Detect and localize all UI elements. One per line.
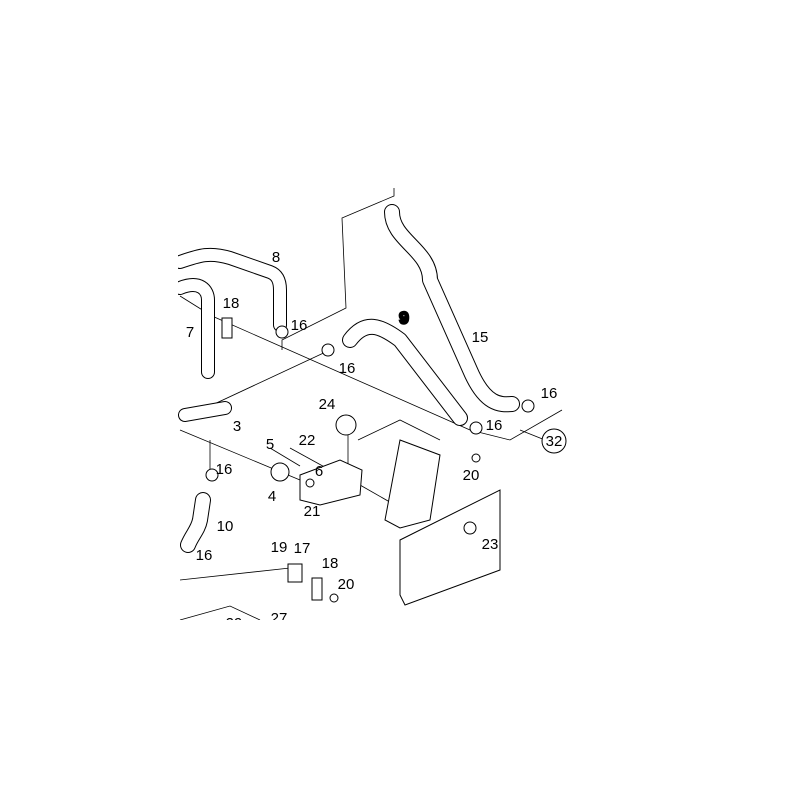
callout-32: 32 — [546, 433, 563, 450]
callout-24: 24 — [319, 396, 336, 413]
callout-7: 7 — [186, 324, 194, 341]
frame-bracket — [205, 317, 535, 606]
callout-16: 16 — [339, 360, 356, 377]
callout-29: 29 — [226, 615, 243, 632]
hoses — [178, 204, 520, 553]
callout-16: 16 — [216, 461, 233, 478]
callout-32-circle — [541, 428, 567, 454]
callout-18: 18 — [223, 295, 240, 312]
callout-17: 17 — [294, 540, 311, 557]
callout-16: 16 — [541, 385, 558, 402]
callout-16: 16 — [486, 417, 503, 434]
callout-16: 16 — [291, 317, 308, 334]
callout-3: 3 — [233, 418, 241, 435]
callout-5: 5 — [266, 436, 274, 453]
callout-18: 18 — [322, 555, 339, 572]
callout-23: 23 — [482, 536, 499, 553]
callout-15: 15 — [472, 329, 489, 346]
callout-labels: 8 18 7 16 16 9 15 16 16 32 24 3 5 22 16 … — [186, 249, 567, 632]
callout-4: 4 — [268, 488, 276, 505]
callout-10: 10 — [217, 518, 234, 535]
callout-19: 19 — [271, 539, 288, 556]
callout-9-highlighted: 9 — [399, 308, 408, 327]
callout-20: 20 — [463, 467, 480, 484]
callout-8: 8 — [272, 249, 280, 266]
callout-21: 21 — [304, 503, 321, 520]
callout-6: 6 — [315, 463, 323, 480]
callout-16: 16 — [196, 547, 213, 564]
callout-27: 27 — [271, 610, 288, 627]
callout-22: 22 — [299, 432, 316, 449]
callout-20: 20 — [338, 576, 355, 593]
